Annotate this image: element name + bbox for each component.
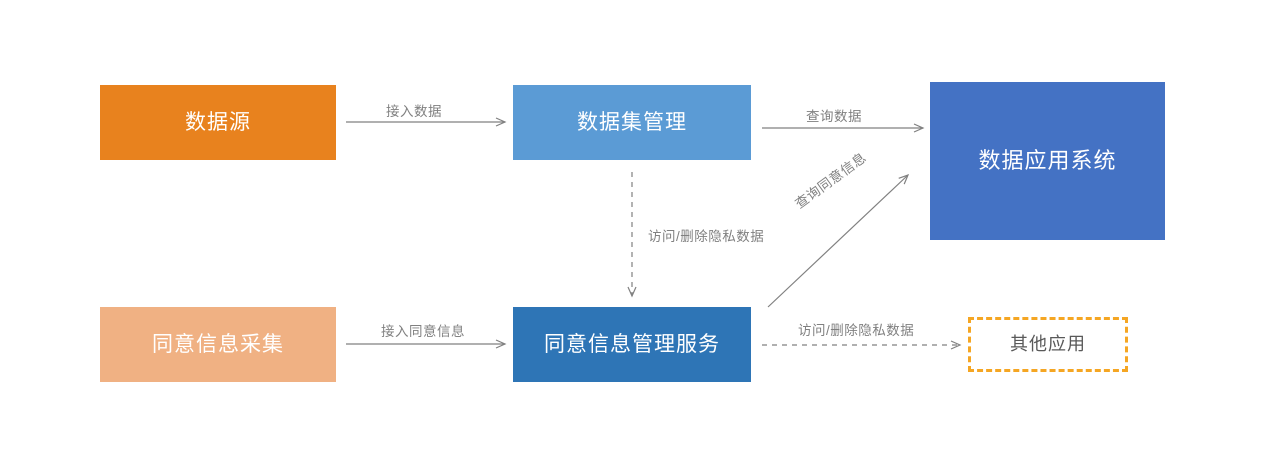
- edge-label-ingest-consent-info: 接入同意信息: [381, 324, 465, 339]
- node-dataset-management[interactable]: 数据集管理: [513, 85, 751, 160]
- node-consent-information-collection-label: 同意信息采集: [152, 332, 284, 356]
- node-other-applications-label: 其他应用: [1010, 333, 1086, 354]
- node-data-source[interactable]: 数据源: [100, 85, 336, 160]
- edge-label-query-consent-info: 查询同意信息: [792, 149, 870, 212]
- node-data-application-system[interactable]: 数据应用系统: [930, 82, 1165, 240]
- edge-query-consent-line: [767, 173, 910, 308]
- edge-label-query-data: 查询数据: [806, 109, 862, 124]
- edge-label-ingest-data: 接入数据: [386, 104, 442, 119]
- edge-label-access-delete-private-data-vertical: 访问/删除隐私数据: [648, 229, 765, 244]
- node-consent-information-management-service[interactable]: 同意信息管理服务: [513, 307, 751, 382]
- node-data-source-label: 数据源: [185, 110, 251, 134]
- edge-label-access-delete-private-data-horizontal: 访问/删除隐私数据: [798, 323, 915, 338]
- node-consent-information-collection[interactable]: 同意信息采集: [100, 307, 336, 382]
- node-dataset-management-label: 数据集管理: [577, 110, 687, 134]
- node-other-applications[interactable]: 其他应用: [968, 317, 1128, 372]
- node-data-application-system-label: 数据应用系统: [978, 147, 1117, 173]
- node-consent-information-management-service-label: 同意信息管理服务: [544, 332, 720, 356]
